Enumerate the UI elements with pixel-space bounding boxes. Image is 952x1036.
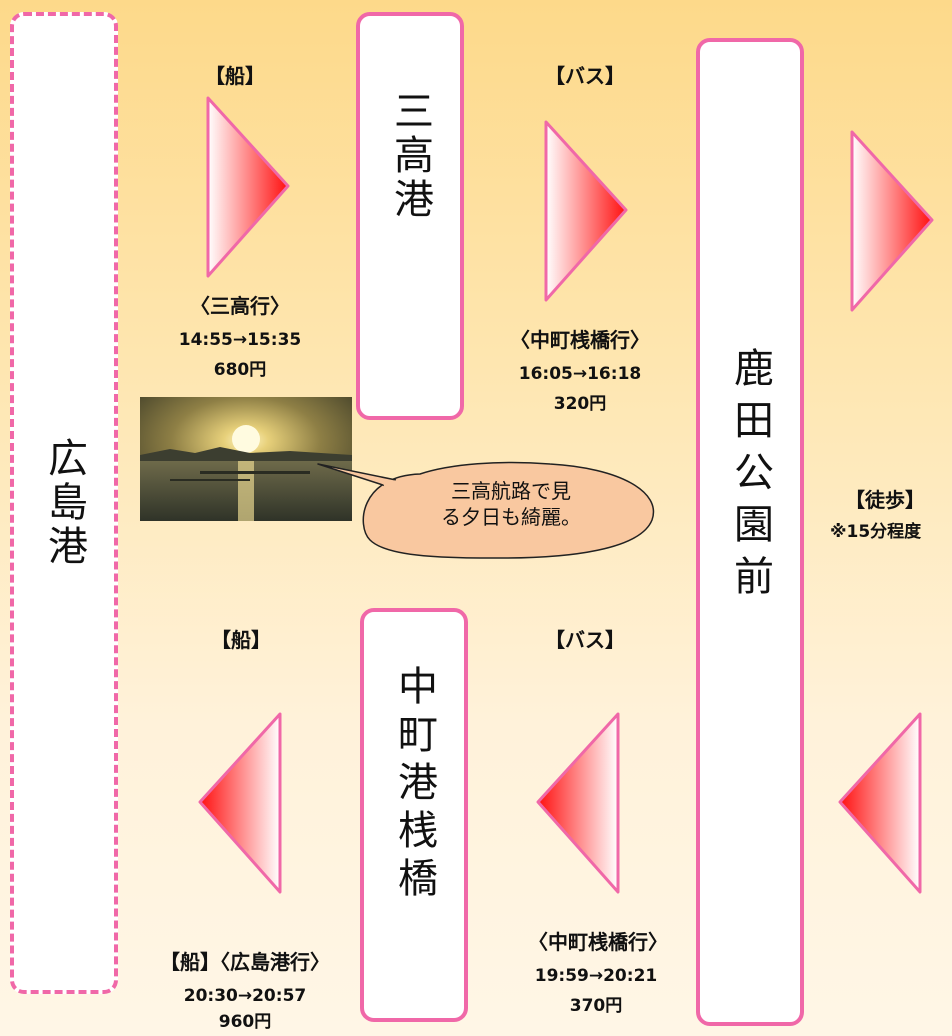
station-mitaka-label: 三高港 <box>387 90 433 222</box>
ferry-return-mode: 【船】 <box>211 628 271 652</box>
station-hiroshima-port: 広島港 <box>10 12 118 994</box>
arrow-right-walk-out <box>850 130 934 312</box>
bus-return-time: 19:59→20:21 <box>534 966 658 986</box>
bus-out-destination: 〈中町桟橋行〉 <box>510 328 650 352</box>
station-mitaka-port: 三高港 <box>356 12 464 420</box>
bus-out-mode: 【バス】 <box>545 64 625 88</box>
callout-line-1: 三高航路で見 <box>451 479 571 503</box>
station-nakamachi-label: 中町港桟橋 <box>391 665 437 905</box>
ferry-out-time: 14:55→15:35 <box>178 330 302 350</box>
station-kanoda-label: 鹿田公園前 <box>727 347 773 607</box>
bus-return-mode: 【バス】 <box>545 628 625 652</box>
bus-return-fare: 370円 <box>569 996 623 1016</box>
arrow-right-ferry-out <box>206 96 290 278</box>
arrow-right-bus-out <box>544 120 628 302</box>
ferry-return-fare: 960円 <box>218 1012 272 1032</box>
station-kanoda-park: 鹿田公園前 <box>696 38 804 1026</box>
arrow-left-ferry-return <box>198 712 282 894</box>
ferry-out-mode: 【船】 <box>205 64 265 88</box>
ferry-return-mode-destination: 【船】〈広島港行〉 <box>160 950 330 974</box>
callout-bubble <box>317 461 655 559</box>
ferry-return-time: 20:30→20:57 <box>183 986 307 1006</box>
walk-mode: 【徒歩】 <box>845 488 925 512</box>
bus-out-time: 16:05→16:18 <box>518 364 642 384</box>
callout-line-2: る夕日も綺麗。 <box>441 505 581 529</box>
station-hiroshima-label: 広島港 <box>41 437 87 569</box>
ferry-out-destination: 〈三高行〉 <box>190 294 290 318</box>
arrow-left-bus-return <box>536 712 620 894</box>
callout-text: 三高航路で見 る夕日も綺麗。 <box>376 478 646 530</box>
ferry-out-fare: 680円 <box>213 360 267 380</box>
sunset-photo <box>140 397 352 521</box>
bus-return-destination: 〈中町桟橋行〉 <box>528 930 668 954</box>
arrow-left-walk-return <box>838 712 922 894</box>
bus-out-fare: 320円 <box>553 394 607 414</box>
walk-note: ※15分程度 <box>830 522 922 542</box>
station-nakamachi-pier: 中町港桟橋 <box>360 608 468 1022</box>
